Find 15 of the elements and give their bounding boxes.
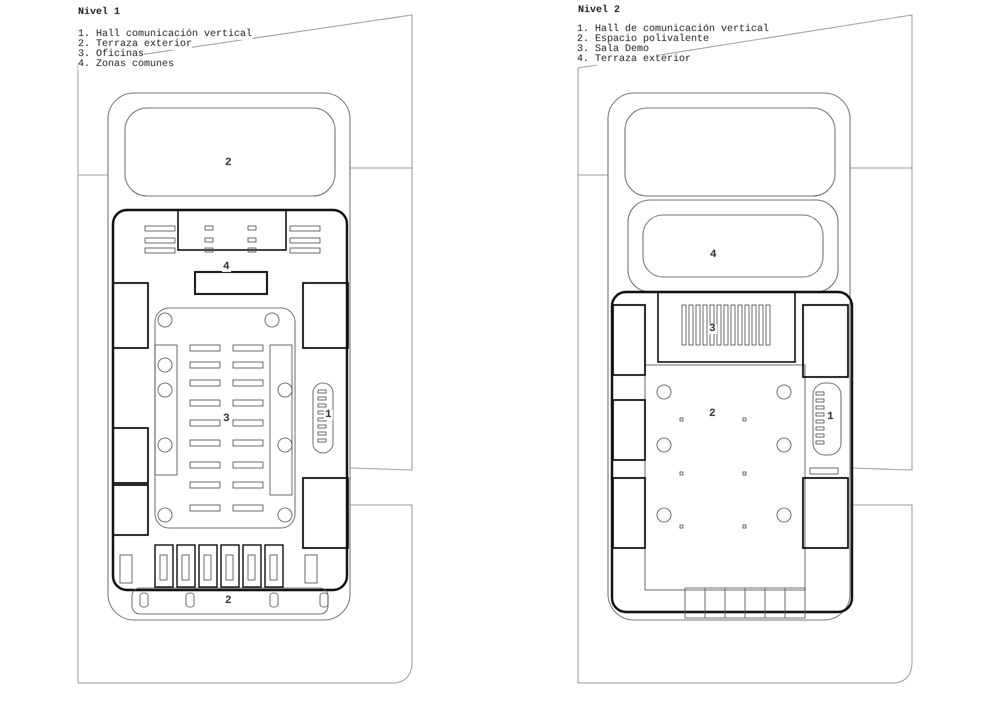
legend-item: 1. Hall comunicación vertical bbox=[78, 30, 252, 40]
legend-item: 2. Espacio polivalente bbox=[577, 35, 710, 45]
room-number: 1 bbox=[826, 412, 835, 422]
legend-item: 2. Terraza exterior bbox=[78, 40, 192, 50]
legend-item: 4. Zonas comunes bbox=[78, 60, 174, 70]
legend-item: 4. Terraza exterior bbox=[577, 55, 692, 65]
room-number: 4 bbox=[222, 262, 231, 272]
room-number: 3 bbox=[708, 324, 717, 334]
legend-item: 3. Oficinas bbox=[78, 50, 144, 60]
room-number: 1 bbox=[324, 410, 333, 420]
room-number: 4 bbox=[709, 250, 718, 260]
room-number: 2 bbox=[224, 158, 233, 168]
room-number: 3 bbox=[222, 414, 231, 424]
room-number: 2 bbox=[708, 409, 717, 419]
room-number: 2 bbox=[224, 596, 233, 606]
